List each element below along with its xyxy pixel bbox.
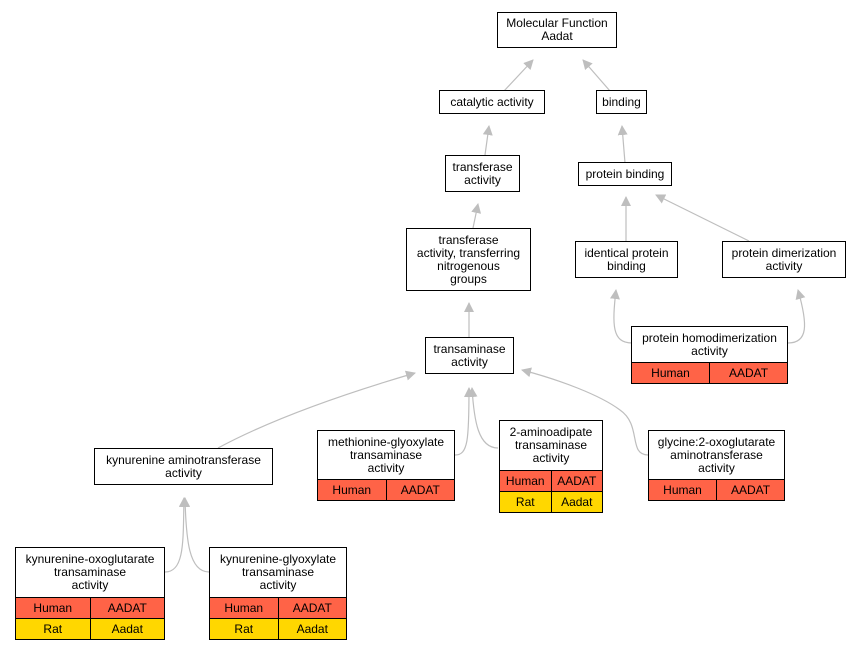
node-kynurenine-aminotransferase[interactable]: kynurenine aminotransferase activity	[94, 448, 273, 485]
node-protein-binding[interactable]: protein binding	[578, 162, 672, 186]
species-cell: Human	[505, 473, 545, 488]
edge-transferase-n-to-transferase	[471, 203, 482, 229]
node-label: transferase activity, transferring nitro…	[416, 232, 521, 286]
annotation-row-rat: Rat Aadat	[500, 491, 602, 512]
annotation-row-human: Human AADAT	[632, 362, 787, 383]
node-transaminase-activity[interactable]: transaminase activity	[425, 337, 514, 374]
species-cell: Human	[651, 365, 690, 380]
node-transferase-nitrogenous[interactable]: transferase activity, transferring nitro…	[406, 228, 531, 291]
species-cell: Rat	[515, 494, 535, 509]
node-label: binding	[602, 94, 641, 109]
gene-cell: Aadat	[277, 619, 347, 639]
annotation-row-human: Human AADAT	[210, 597, 346, 618]
edge-dimerization-to-protein-binding	[655, 194, 750, 242]
node-label: kynurenine-oxoglutarate transaminase act…	[25, 552, 155, 592]
species-cell: Rat	[43, 621, 63, 636]
node-label: protein dimerization activity	[731, 245, 837, 273]
node-methionine-glyoxylate[interactable]: methionine-glyoxylate transaminase activ…	[317, 430, 455, 501]
edge-aminoadipate-to-transaminase	[467, 387, 499, 449]
node-molecular-function[interactable]: Molecular Function Aadat	[497, 12, 617, 48]
edge-homodimer-to-dimerization	[787, 289, 806, 344]
node-label: transferase activity	[452, 159, 513, 187]
species-cell: Rat	[234, 621, 254, 636]
node-label: Molecular Function Aadat	[506, 16, 608, 43]
edge-kyn-oxo-to-kynurenine-at	[164, 497, 189, 573]
edge-kyn-gly-to-kynurenine-at	[180, 497, 210, 573]
node-label: protein binding	[585, 166, 665, 181]
node-identical-protein-binding[interactable]: identical protein binding	[575, 241, 678, 278]
node-label: identical protein binding	[584, 245, 669, 273]
annotation-row-human: Human AADAT	[16, 597, 164, 618]
species-cell: Human	[33, 600, 73, 615]
node-label: kynurenine aminotransferase activity	[106, 452, 261, 480]
species-cell: Human	[332, 482, 372, 497]
gene-cell: AADAT	[709, 363, 787, 383]
annotation-row-human: Human AADAT	[649, 479, 784, 500]
edge-transferase-to-catalytic	[482, 125, 493, 156]
node-binding[interactable]: binding	[596, 90, 647, 114]
node-glycine-oxoglutarate[interactable]: glycine:2-oxoglutarate aminotransferase …	[648, 430, 785, 501]
node-transferase-activity[interactable]: transferase activity	[445, 155, 520, 192]
node-protein-homodimerization[interactable]: protein homodimerization activity Human …	[631, 326, 788, 384]
node-label: catalytic activity	[450, 94, 534, 109]
annotation-row-human: Human AADAT	[500, 470, 602, 491]
node-label: 2-aminoadipate transaminase activity	[509, 425, 593, 465]
node-label: glycine:2-oxoglutarate aminotransferase …	[657, 434, 776, 475]
edge-binding-to-root	[582, 59, 611, 92]
node-kynurenine-glyoxylate[interactable]: kynurenine-glyoxylate transaminase activ…	[209, 547, 347, 640]
node-protein-dimerization[interactable]: protein dimerization activity	[722, 241, 846, 278]
node-label: kynurenine-glyoxylate transaminase activ…	[219, 552, 337, 592]
gene-cell: AADAT	[89, 598, 165, 618]
annotation-row-rat: Rat Aadat	[16, 618, 164, 639]
node-kynurenine-oxoglutarate[interactable]: kynurenine-oxoglutarate transaminase act…	[15, 547, 165, 640]
species-cell: Human	[663, 482, 702, 497]
gene-cell: AADAT	[550, 471, 603, 491]
edge-glycine-to-transaminase	[521, 367, 649, 456]
annotation-row-human: Human AADAT	[318, 479, 454, 500]
edge-homodimer-to-identical	[610, 289, 633, 344]
node-2-aminoadipate[interactable]: 2-aminoadipate transaminase activity Hum…	[499, 420, 603, 513]
edge-catalytic-to-root	[503, 59, 534, 92]
annotation-row-rat: Rat Aadat	[210, 618, 346, 639]
node-label: transaminase activity	[433, 341, 506, 369]
species-cell: Human	[224, 600, 264, 615]
gene-cell: Aadat	[89, 619, 165, 639]
edge-kynurenine-at-to-transaminase	[217, 370, 416, 449]
gene-cell: AADAT	[385, 480, 455, 500]
edge-methionine-to-transaminase	[454, 387, 474, 456]
gene-cell: AADAT	[716, 480, 784, 500]
gene-cell: Aadat	[550, 492, 603, 512]
node-label: protein homodimerization activity	[642, 330, 777, 358]
node-label: methionine-glyoxylate transaminase activ…	[327, 434, 445, 475]
node-catalytic-activity[interactable]: catalytic activity	[439, 90, 545, 114]
gene-cell: AADAT	[277, 598, 347, 618]
edge-protein-binding-to-binding	[617, 125, 628, 164]
